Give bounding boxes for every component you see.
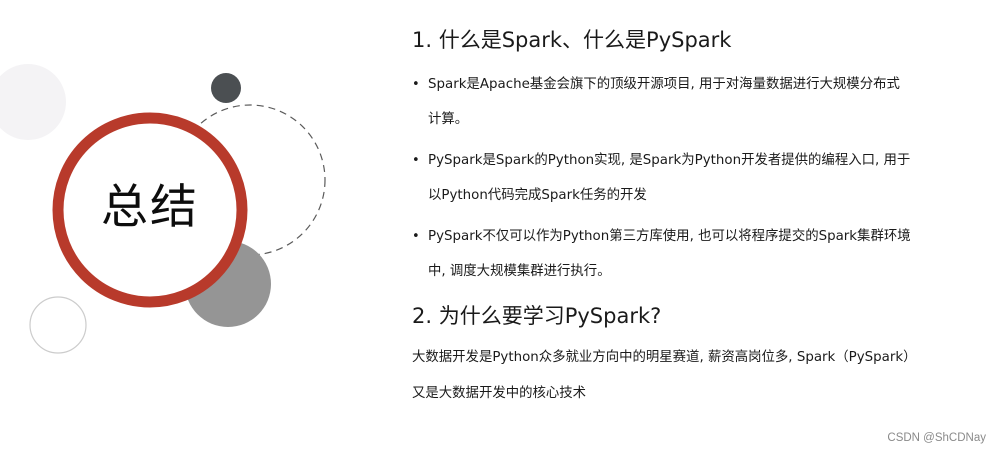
red-ring <box>52 112 248 308</box>
bullet-line: Spark是Apache基金会旗下的顶级开源项目, 用于对海量数据进行大规模分布… <box>428 77 900 92</box>
bullet-line: 中, 调度大规模集群进行执行。 <box>428 264 611 279</box>
circles-graphic <box>0 64 326 354</box>
bullet-dot-icon: • <box>412 229 420 244</box>
bullet-dot-icon: • <box>412 153 420 168</box>
paragraph-line: 大数据开发是Python众多就业方向中的明星赛道, 薪资高岗位多, Spark（… <box>412 350 917 365</box>
watermark: CSDN @ShCDNay <box>887 432 986 444</box>
section-1-bullets: • Spark是Apache基金会旗下的顶级开源项目, 用于对海量数据进行大规模… <box>412 67 972 295</box>
summary-disk <box>58 118 242 302</box>
dashed-circle <box>174 104 326 256</box>
summary-title: 总结 <box>101 180 199 235</box>
section-2-paragraph: 大数据开发是Python众多就业方向中的明星赛道, 薪资高岗位多, Spark（… <box>412 340 952 412</box>
outline-small-circle <box>29 296 87 354</box>
bullet-item: • PySpark不仅可以作为Python第三方库使用, 也可以将程序提交的Sp… <box>412 219 972 289</box>
section-2-heading: 2. 为什么要学习PySpark? <box>412 304 662 328</box>
bullet-line: 以Python代码完成Spark任务的开发 <box>428 188 647 203</box>
section-1-heading: 1. 什么是Spark、什么是PySpark <box>412 28 732 52</box>
bullet-line: 计算。 <box>428 112 469 127</box>
bullet-dot-icon: • <box>412 77 420 92</box>
bullet-line: PySpark是Spark的Python实现, 是Spark为Python开发者… <box>428 153 911 168</box>
bullet-item: • PySpark是Spark的Python实现, 是Spark为Python开… <box>412 143 972 213</box>
bullet-line: PySpark不仅可以作为Python第三方库使用, 也可以将程序提交的Spar… <box>428 229 911 244</box>
bullet-item: • Spark是Apache基金会旗下的顶级开源项目, 用于对海量数据进行大规模… <box>412 67 972 137</box>
decorative-circles: 总结 <box>0 0 340 455</box>
light-gray-circle <box>0 64 66 140</box>
paragraph-line: 又是大数据开发中的核心技术 <box>412 386 587 401</box>
dark-small-circle <box>211 73 241 103</box>
